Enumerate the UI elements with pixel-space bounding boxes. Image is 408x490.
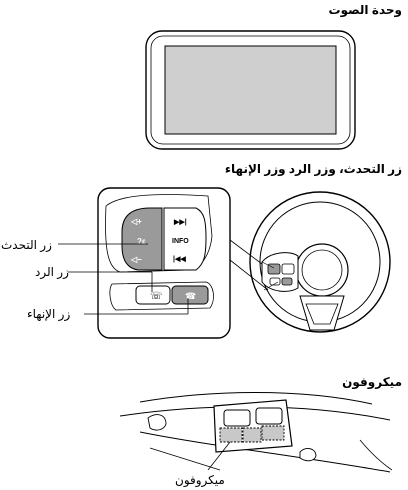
vol-up-glyph: ◁+ (130, 217, 142, 226)
audio-unit-bezel-inner (150, 35, 351, 145)
talk-switch (121, 207, 163, 271)
pickup-glyph: ☏ (150, 291, 163, 302)
info-switch (163, 207, 207, 271)
steering-wheel-rim (249, 191, 391, 333)
microphone-heading: ميكروفون (342, 375, 402, 389)
pickup-button (135, 285, 171, 305)
map-light-left (223, 409, 251, 427)
seek-up-glyph: ▶▶| (173, 219, 187, 226)
hangup-button (171, 285, 209, 305)
pickup-button-label: زر الرد (35, 265, 69, 279)
info-glyph: INFO (172, 238, 189, 245)
buttons-heading: زر التحدث، وزر الرد وزر الإنهاء (224, 162, 402, 176)
hangup-glyph: ☎ (185, 291, 196, 301)
microphone-grille-left (219, 427, 243, 443)
microphone-callout-label: ميكروفون (175, 473, 225, 487)
vol-down-glyph: ◁− (130, 255, 142, 264)
audio-unit-heading: وحدة الصوت (328, 3, 402, 17)
audio-unit-screen (164, 45, 337, 135)
talk-button-label: زر التحدث (1, 238, 52, 252)
map-light-right (255, 407, 283, 425)
microphone-grille-right (261, 425, 285, 441)
seek-down-glyph: |◀◀ (173, 256, 186, 263)
hangup-button-label: زر الإنهاء (27, 307, 71, 321)
voice-glyph: ?ε (137, 237, 146, 246)
microphone-grille-mid (242, 427, 262, 443)
